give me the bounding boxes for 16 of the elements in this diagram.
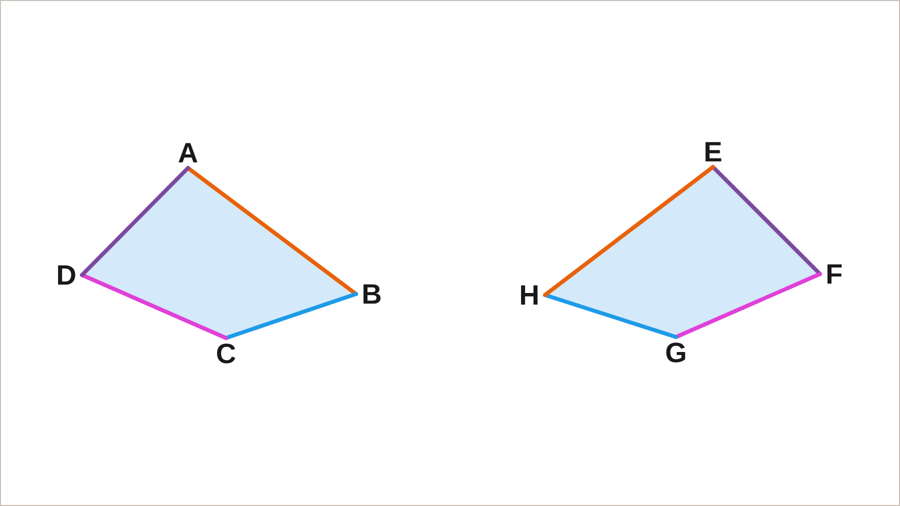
vertex-label: H: [521, 285, 538, 305]
vertex-label: D: [58, 265, 76, 285]
polygon-side: [543, 293, 678, 339]
vertex-label: A: [178, 143, 198, 162]
vertex-label: B: [363, 284, 381, 304]
polygon-side: [186, 166, 358, 296]
polygon-side: [674, 272, 822, 339]
polygon-side: [80, 273, 228, 340]
polygon-side: [80, 166, 190, 277]
vertex-label: F: [827, 264, 842, 284]
polygon-side: [543, 165, 715, 297]
vertex-label: G: [666, 342, 686, 362]
vertex-label: E: [706, 142, 722, 162]
polygon-side: [224, 292, 358, 340]
vertex-label: C: [217, 344, 236, 364]
polygon-side: [711, 165, 822, 276]
